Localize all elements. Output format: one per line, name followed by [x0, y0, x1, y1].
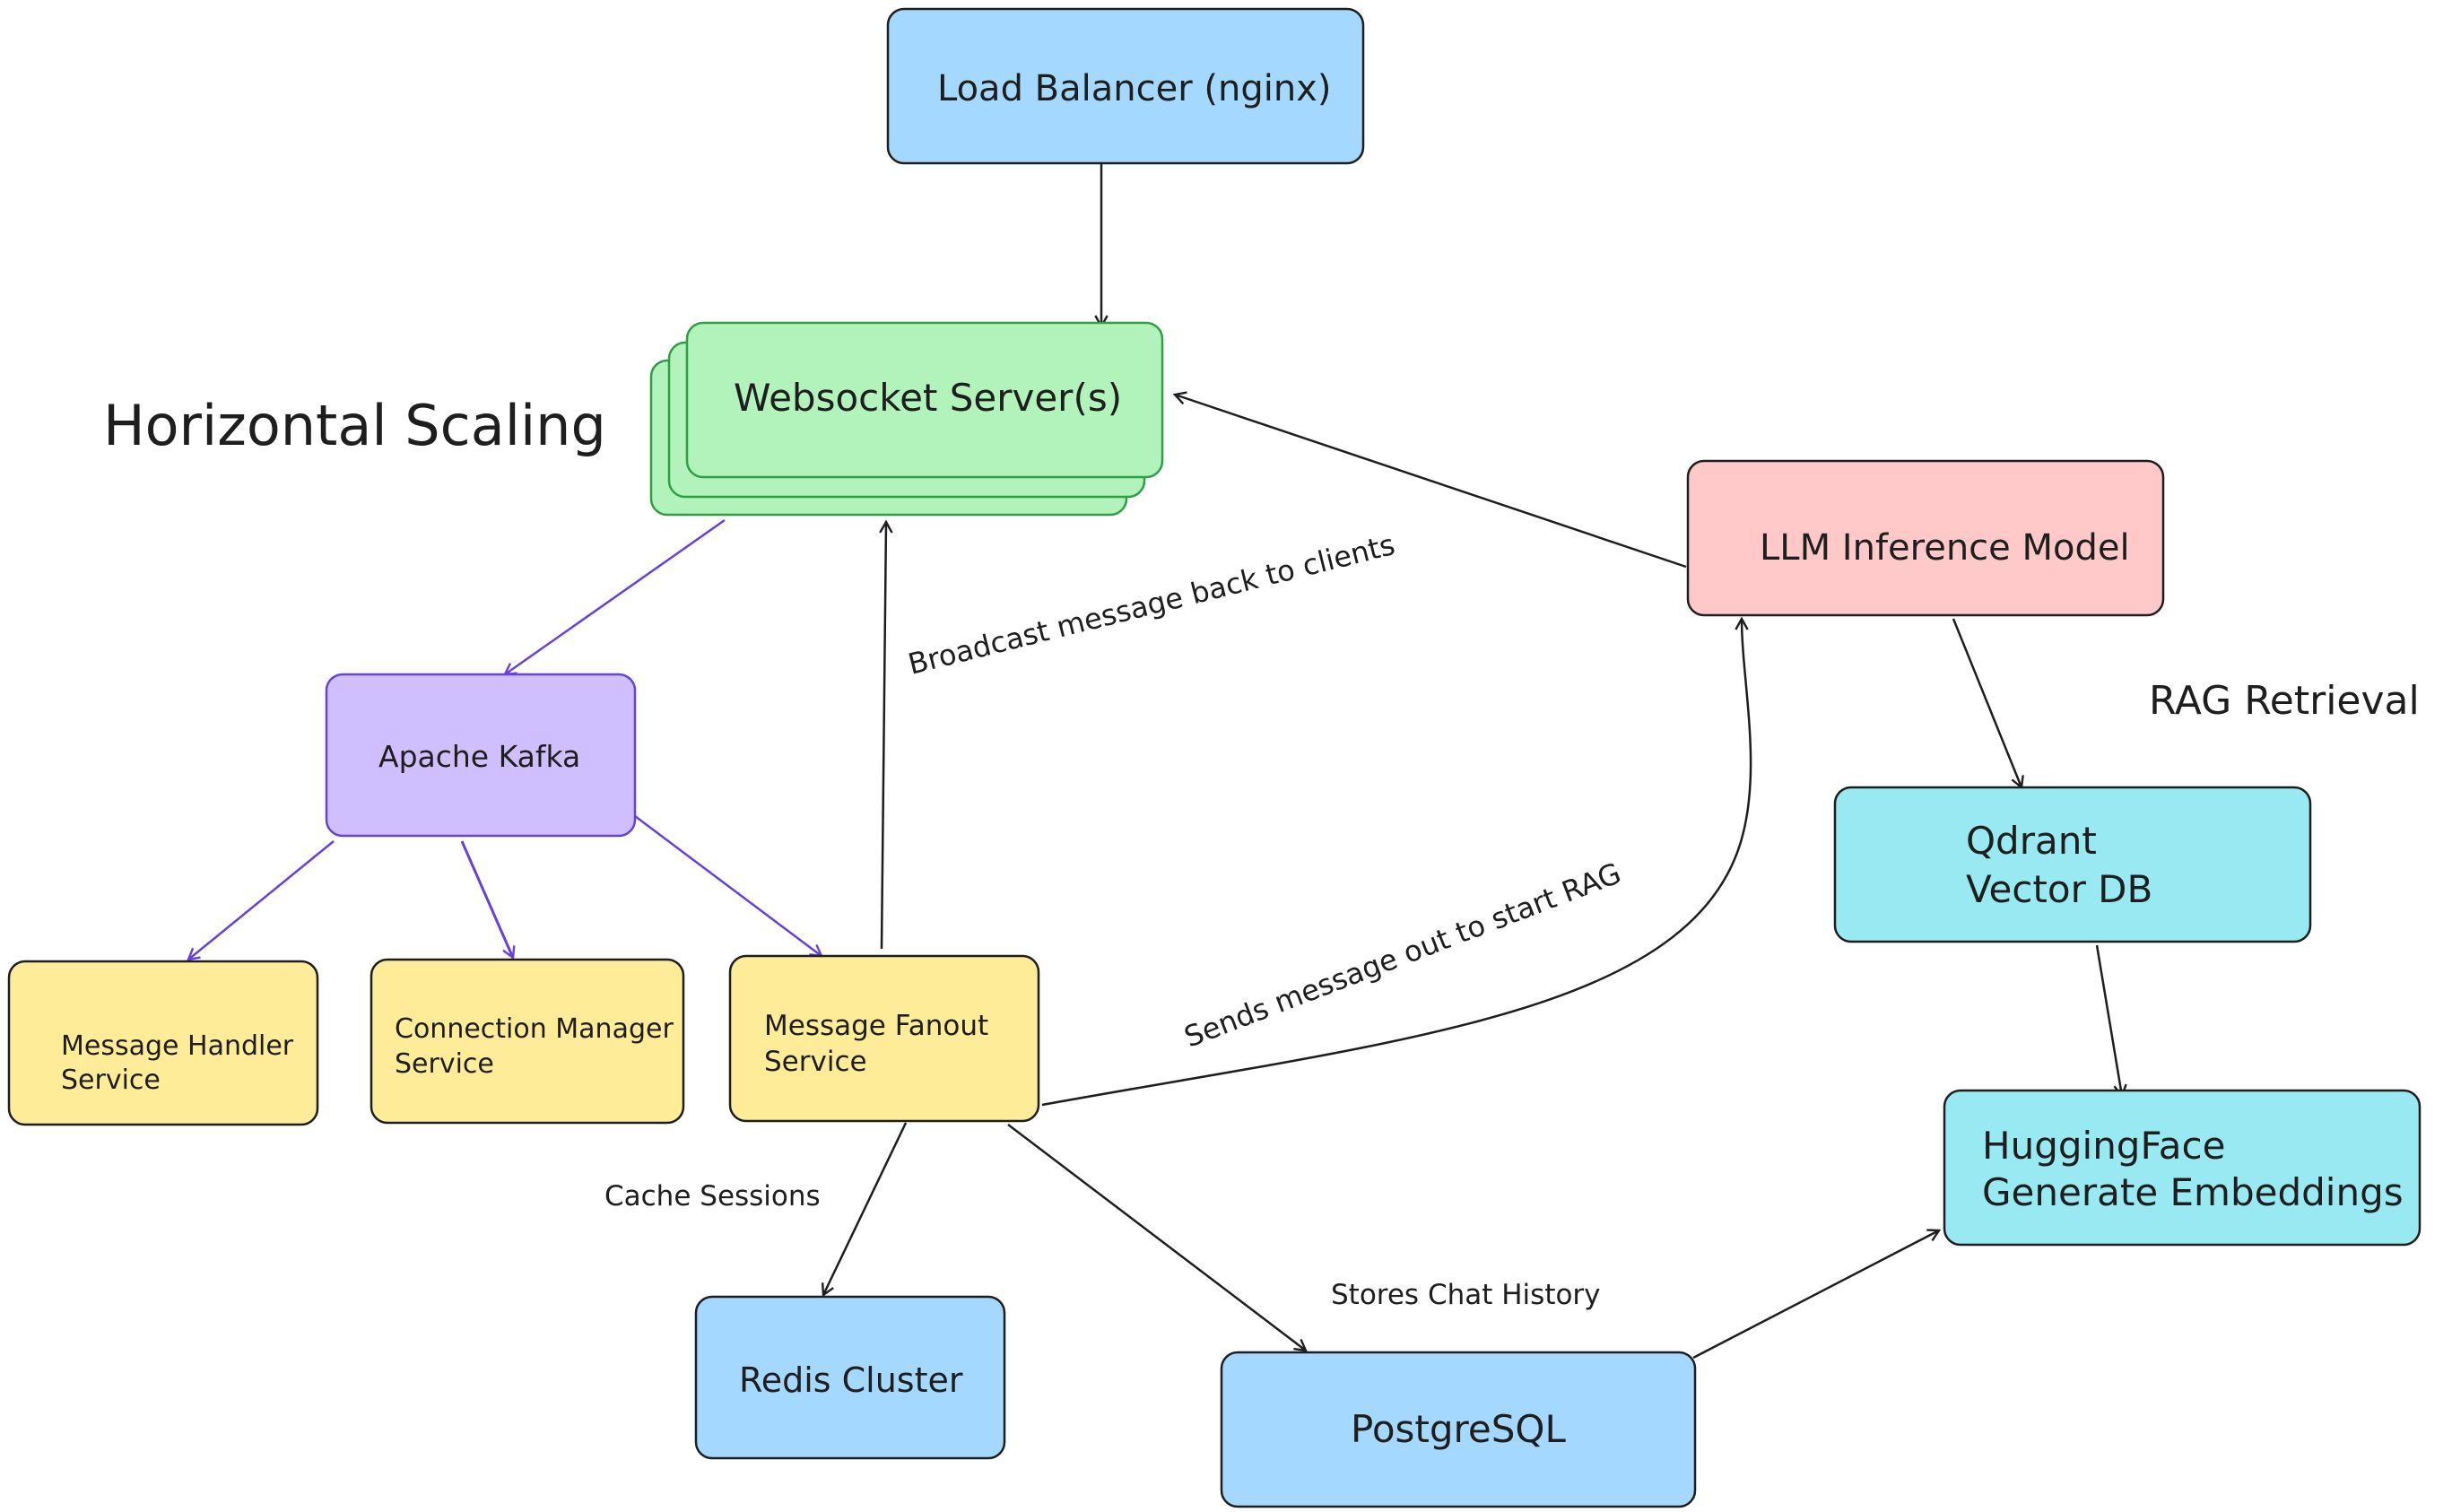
rag-retrieval-label: RAG Retrieval [2149, 678, 2420, 724]
edge-postgres-to-huggingface [1692, 1229, 1942, 1360]
message-handler-label-line2: Service [61, 1064, 161, 1096]
message-handler-node[interactable]: Message Handler Service [7, 960, 319, 1126]
edge-kafka-to-message-handler [187, 840, 335, 961]
connection-manager-node[interactable]: Connection Manager Service [370, 958, 685, 1125]
postgres-label: PostgreSQL [1351, 1407, 1566, 1451]
connection-manager-label-line2: Service [395, 1048, 494, 1080]
edges [187, 163, 2127, 1360]
edge-fanout-to-websocket [879, 519, 893, 950]
edge-label-stores-history: Stores Chat History [1331, 1279, 1601, 1311]
connection-manager-label-line1: Connection Manager [395, 1013, 674, 1045]
edge-llm-to-qdrant [1952, 618, 2024, 790]
kafka-label: Apache Kafka [378, 739, 580, 774]
websocket-stack-front [685, 321, 1164, 479]
postgres-node[interactable]: PostgreSQL [1220, 1351, 1697, 1508]
load-balancer-node[interactable]: Load Balancer (nginx) [886, 7, 1365, 165]
qdrant-label-line2: Vector DB [1966, 867, 2152, 911]
edge-label-broadcast: Broadcast message back to clients [905, 527, 1398, 682]
edge-fanout-to-llm [1041, 616, 1752, 1107]
redis-label: Redis Cluster [739, 1360, 963, 1400]
load-balancer-label: Load Balancer (nginx) [937, 68, 1331, 109]
edge-websocket-to-kafka [502, 518, 726, 676]
huggingface-node[interactable]: HuggingFace Generate Embeddings [1943, 1089, 2422, 1247]
edge-fanout-to-postgres [1007, 1124, 1308, 1352]
message-handler-label-line1: Message Handler [61, 1030, 294, 1062]
message-fanout-node[interactable]: Message Fanout Service [728, 954, 1040, 1123]
redis-node[interactable]: Redis Cluster [694, 1295, 1006, 1460]
edge-label-cache-sessions: Cache Sessions [604, 1180, 821, 1212]
edge-llm-to-websocket [1172, 391, 1687, 569]
qdrant-label-line1: Qdrant [1966, 819, 2097, 863]
llm-label: LLM Inference Model [1760, 527, 2130, 569]
websocket-server-node[interactable]: Websocket Server(s) [649, 321, 1164, 517]
edge-qdrant-to-huggingface [2095, 944, 2127, 1099]
kafka-node[interactable]: Apache Kafka [325, 673, 637, 838]
horizontal-scaling-label: Horizontal Scaling [103, 393, 606, 458]
edge-label-sends-rag: Sends message out to start RAG [1179, 856, 1625, 1054]
edge-kafka-to-message-fanout [634, 815, 823, 958]
qdrant-node[interactable]: Qdrant Vector DB [1833, 786, 2312, 943]
message-fanout-label-line2: Service [764, 1046, 867, 1078]
edge-kafka-to-connection-manager [460, 840, 516, 960]
huggingface-label-line1: HuggingFace [1982, 1124, 2225, 1168]
huggingface-label-line2: Generate Embeddings [1982, 1170, 2404, 1214]
llm-node[interactable]: LLM Inference Model [1686, 459, 2165, 617]
message-fanout-label-line1: Message Fanout [764, 1010, 988, 1042]
websocket-label: Websocket Server(s) [734, 376, 1122, 420]
edge-fanout-to-redis [821, 1122, 908, 1298]
